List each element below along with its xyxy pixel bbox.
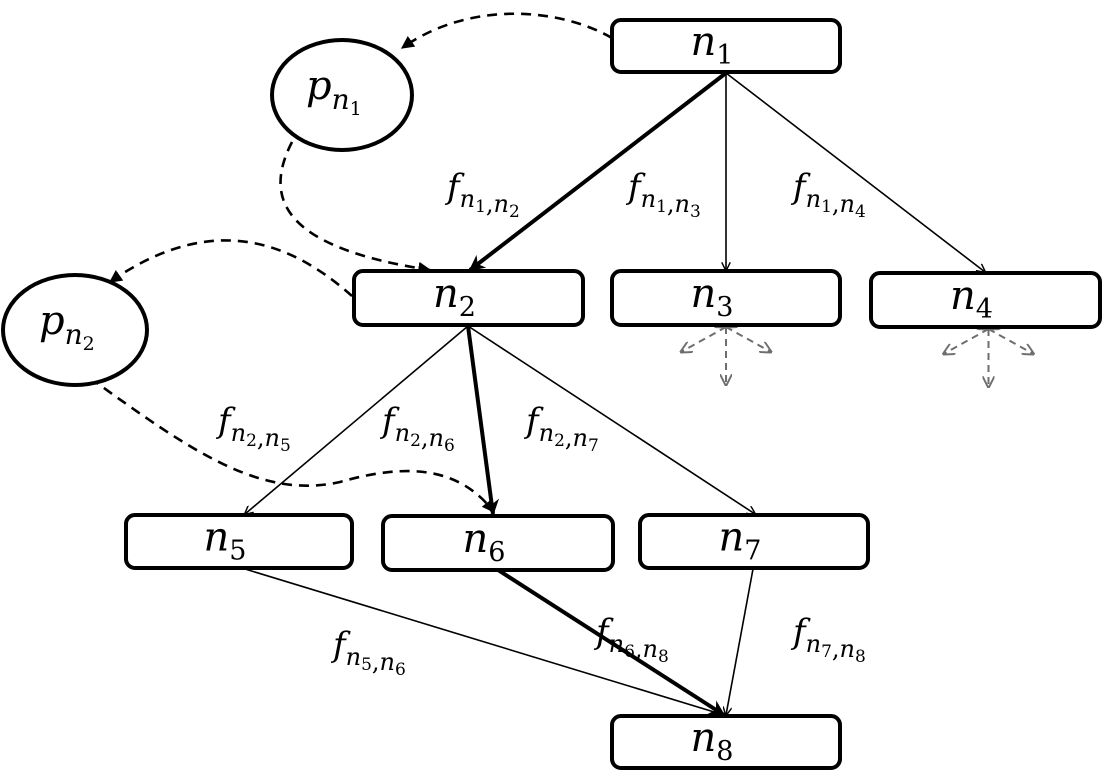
dashed-link-n2-p2 bbox=[108, 239, 353, 297]
edge-label-n2-n5: fn2,n5 bbox=[215, 401, 291, 456]
policy-label: pn1 bbox=[306, 63, 362, 120]
edge-label-n1-n3: fn1,n3 bbox=[625, 167, 701, 222]
node-box bbox=[381, 514, 615, 572]
node-n8: n8 bbox=[610, 714, 842, 770]
edge-n2-n6 bbox=[466, 325, 500, 516]
node-n2: n2 bbox=[352, 269, 585, 327]
node-n5: n5 bbox=[124, 513, 354, 570]
dashed-link-p1-n2 bbox=[279, 141, 432, 275]
node-label: n4 bbox=[950, 273, 993, 325]
dashed-link-p2-n6 bbox=[89, 376, 496, 514]
node-label: n5 bbox=[204, 515, 247, 567]
node-n6: n6 bbox=[381, 514, 615, 572]
node-label: n1 bbox=[691, 19, 734, 71]
node-label: n2 bbox=[433, 271, 476, 323]
unexpanded-arrow-n4 bbox=[989, 329, 1034, 354]
edge-label-n6-n8: fn6,n8 bbox=[593, 612, 669, 667]
node-n4: n4 bbox=[869, 271, 1102, 329]
edge-label-n7-n8: fn7,n8 bbox=[790, 612, 866, 667]
unexpanded-arrow-n3 bbox=[726, 327, 771, 352]
policy-p1: pn1 bbox=[270, 38, 414, 152]
edge-n1-n2 bbox=[468, 71, 728, 272]
node-label: n7 bbox=[719, 515, 762, 567]
edge-n2-n7 bbox=[467, 325, 755, 514]
dashed-link-n1-p1 bbox=[400, 12, 613, 50]
policy-p2: pn2 bbox=[1, 273, 149, 387]
edge-label-n2-n6: fn2,n6 bbox=[379, 401, 455, 456]
node-box bbox=[869, 271, 1102, 329]
node-box bbox=[610, 269, 842, 327]
node-box bbox=[610, 714, 842, 770]
node-box bbox=[610, 18, 842, 74]
edge-label-n1-n4: fn1,n4 bbox=[790, 167, 866, 222]
node-n3: n3 bbox=[610, 269, 842, 327]
node-box bbox=[124, 513, 354, 570]
node-box bbox=[352, 269, 585, 327]
node-label: n3 bbox=[691, 271, 734, 323]
edge-n6-n8 bbox=[496, 568, 726, 717]
unexpanded-arrow-n4 bbox=[944, 329, 989, 354]
node-n7: n7 bbox=[638, 513, 870, 570]
policy-label: pn2 bbox=[39, 298, 95, 355]
node-label: n8 bbox=[691, 715, 734, 767]
node-n1: n1 bbox=[610, 18, 842, 74]
edge-label-n2-n7: fn2,n7 bbox=[523, 401, 599, 456]
policy-ellipse bbox=[1, 273, 149, 387]
edge-n5-n8 bbox=[244, 568, 724, 715]
edge-n1-n4 bbox=[725, 72, 985, 272]
node-label: n6 bbox=[463, 516, 506, 568]
unexpanded-arrow-n3 bbox=[681, 327, 726, 352]
edge-label-n1-n2: fn1,n2 bbox=[444, 167, 520, 222]
edge-n2-n5 bbox=[245, 325, 469, 514]
edge-label-n5-n8: fn5,n6 bbox=[330, 625, 406, 680]
node-box bbox=[638, 513, 870, 570]
policy-ellipse bbox=[270, 38, 414, 152]
edge-n7-n8 bbox=[726, 568, 754, 715]
